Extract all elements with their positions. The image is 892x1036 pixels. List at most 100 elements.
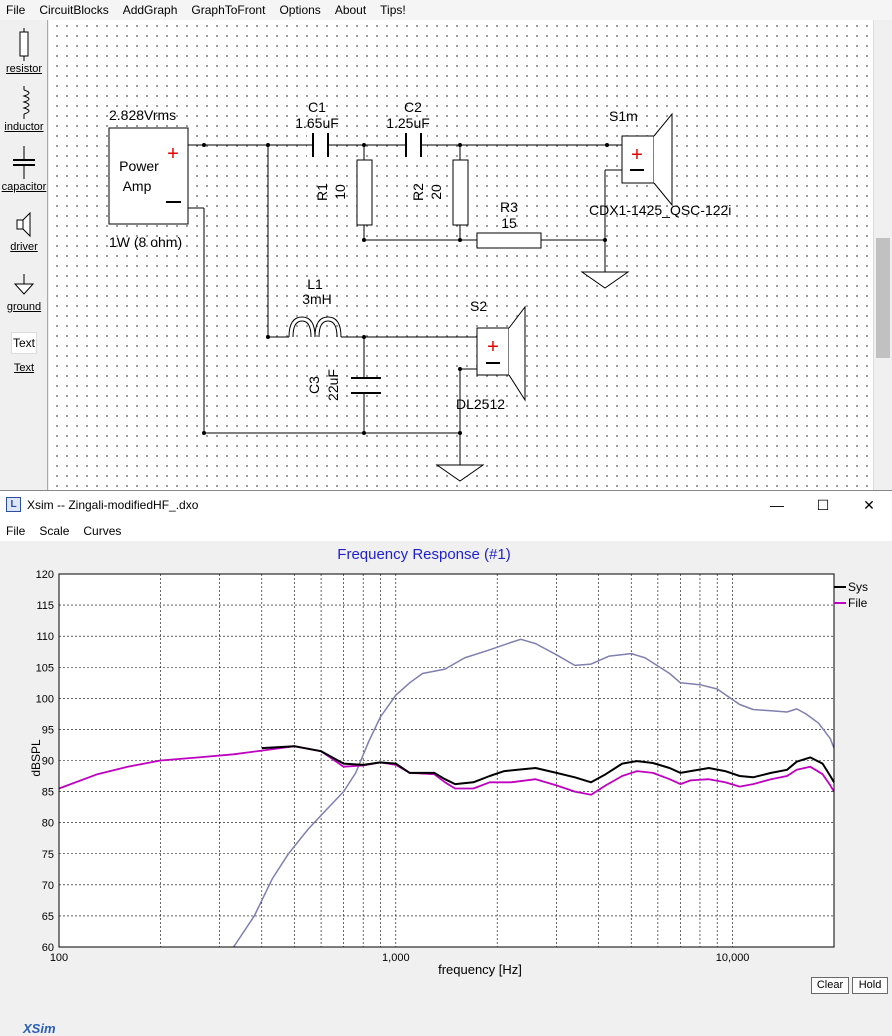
xsim-menu-scale[interactable]: Scale xyxy=(39,524,70,538)
y-tick-label: 75 xyxy=(42,849,54,861)
c3-name: C3 xyxy=(306,376,322,394)
legend-label-sys: Sys xyxy=(848,580,868,594)
palette-ground[interactable]: ground xyxy=(0,272,48,313)
s1-model: CDX1-1425_QSC-122i xyxy=(589,202,731,218)
amp-power-label: 1W (8 ohm) xyxy=(109,234,182,250)
palette-inductor-label: inductor xyxy=(4,121,44,133)
xsim-menubar: File Scale Curves xyxy=(0,521,892,541)
close-button[interactable]: ✕ xyxy=(863,497,875,513)
r1-name: R1 xyxy=(314,183,330,201)
palette-driver[interactable]: driver xyxy=(0,210,48,253)
ground-icon xyxy=(13,274,35,295)
text-icon: Text xyxy=(11,332,37,354)
xsim-app-icon: L xyxy=(6,497,21,512)
resistor-r3[interactable] xyxy=(476,232,542,249)
xsim-logo: XSim xyxy=(23,1021,56,1036)
palette-capacitor[interactable]: capacitor xyxy=(0,146,48,193)
resistor-r1[interactable] xyxy=(356,159,373,226)
xsim-window: L Xsim -- Zingali-modifiedHF_.dxo — ☐ ✕ … xyxy=(0,490,892,1036)
c1-value: 1.65uF xyxy=(295,115,339,131)
x-tick-label: 1,000 xyxy=(382,952,410,964)
menu-file[interactable]: File xyxy=(6,3,26,17)
ground-symbol-1[interactable] xyxy=(580,271,630,289)
chart-grid xyxy=(59,574,834,947)
menu-options[interactable]: Options xyxy=(279,3,321,17)
top-menubar: File CircuitBlocks AddGraph GraphToFront… xyxy=(0,0,892,20)
driver-s2[interactable]: + xyxy=(476,305,526,402)
palette-inductor[interactable]: inductor xyxy=(0,86,48,133)
series-line-unnamed xyxy=(232,638,835,948)
s2-model: DL2512 xyxy=(456,396,505,412)
scrollbar-thumb[interactable] xyxy=(876,238,890,358)
palette-text[interactable]: Text Text xyxy=(0,332,48,374)
palette-resistor[interactable]: resistor xyxy=(0,28,48,75)
y-tick-label: 85 xyxy=(42,787,54,799)
palette-text-label: Text xyxy=(13,362,35,374)
y-tick-label: 60 xyxy=(42,942,54,954)
wires xyxy=(188,144,627,460)
s1-name: S1m xyxy=(609,108,638,124)
plot-frame xyxy=(58,573,835,948)
xsim-menu-file[interactable]: File xyxy=(6,524,26,538)
menu-circuitblocks[interactable]: CircuitBlocks xyxy=(39,3,109,17)
palette-driver-label: driver xyxy=(10,241,38,253)
chart-y-axis-label: dBSPL xyxy=(29,739,43,777)
minimize-button[interactable]: — xyxy=(770,497,784,513)
r2-name: R2 xyxy=(410,183,426,201)
capacitor-c2[interactable] xyxy=(399,133,427,157)
menu-about[interactable]: About xyxy=(334,3,367,17)
r3-value: 15 xyxy=(501,215,517,231)
resistor-r2[interactable] xyxy=(452,159,469,226)
s2-name: S2 xyxy=(470,298,487,314)
schematic-vertical-scrollbar[interactable] xyxy=(873,20,892,490)
schematic-drawing: Power Amp + 2.828Vrms 1W (8 ohm) C1 1.65… xyxy=(108,99,731,482)
y-tick-label: 80 xyxy=(42,818,54,830)
x-tick-label: 10,000 xyxy=(716,952,750,964)
y-tick-label: 115 xyxy=(36,600,54,612)
c2-value: 1.25uF xyxy=(386,115,430,131)
amp-name-line1: Power xyxy=(119,158,159,174)
palette-capacitor-label: capacitor xyxy=(1,181,47,193)
power-amp-block[interactable]: Power Amp + xyxy=(108,127,189,225)
capacitor-c3[interactable] xyxy=(351,375,381,395)
capacitor-c1[interactable] xyxy=(307,133,334,157)
legend-label-file: File xyxy=(848,596,868,610)
l1-name: L1 xyxy=(307,276,323,292)
c2-name: C2 xyxy=(404,99,422,115)
xsim-menu-curves[interactable]: Curves xyxy=(83,524,122,538)
series-line-sys xyxy=(261,745,835,786)
menu-addgraph[interactable]: AddGraph xyxy=(122,3,178,17)
inductor-icon xyxy=(22,86,30,119)
menu-tips[interactable]: Tips! xyxy=(380,3,406,17)
menu-graphtofront[interactable]: GraphToFront xyxy=(191,3,266,17)
hold-button[interactable]: Hold xyxy=(852,977,888,994)
chart-title: Frequency Response (#1) xyxy=(337,546,510,563)
driver-icon xyxy=(16,211,31,238)
xsim-titlebar[interactable]: L Xsim -- Zingali-modifiedHF_.dxo — ☐ ✕ xyxy=(0,491,892,519)
y-tick-label: 90 xyxy=(42,756,54,768)
r2-value: 20 xyxy=(428,184,444,200)
inductor-l1[interactable] xyxy=(288,316,342,338)
xsim-window-title: Xsim -- Zingali-modifiedHF_.dxo xyxy=(27,498,199,512)
x-tick-label: 100 xyxy=(50,952,68,964)
schematic-canvas[interactable]: Power Amp + 2.828Vrms 1W (8 ohm) C1 1.65… xyxy=(49,20,873,490)
amp-plus-terminal: + xyxy=(167,143,179,165)
s2-plus-terminal: + xyxy=(487,336,499,358)
amp-name-line2: Amp xyxy=(123,178,152,194)
driver-s1[interactable]: + xyxy=(621,112,673,207)
chart-series xyxy=(58,638,835,948)
component-palette: resistor inductor capacitor driver groun… xyxy=(0,20,48,490)
y-tick-label: 70 xyxy=(42,880,54,892)
maximize-button[interactable]: ☐ xyxy=(816,497,830,513)
y-tick-label: 95 xyxy=(42,724,54,736)
ground-symbol-2[interactable] xyxy=(435,464,485,482)
c1-name: C1 xyxy=(308,99,326,115)
clear-button[interactable]: Clear xyxy=(811,977,849,994)
palette-resistor-label: resistor xyxy=(5,63,43,75)
y-tick-label: 100 xyxy=(36,693,54,705)
y-tick-label: 105 xyxy=(36,662,54,674)
